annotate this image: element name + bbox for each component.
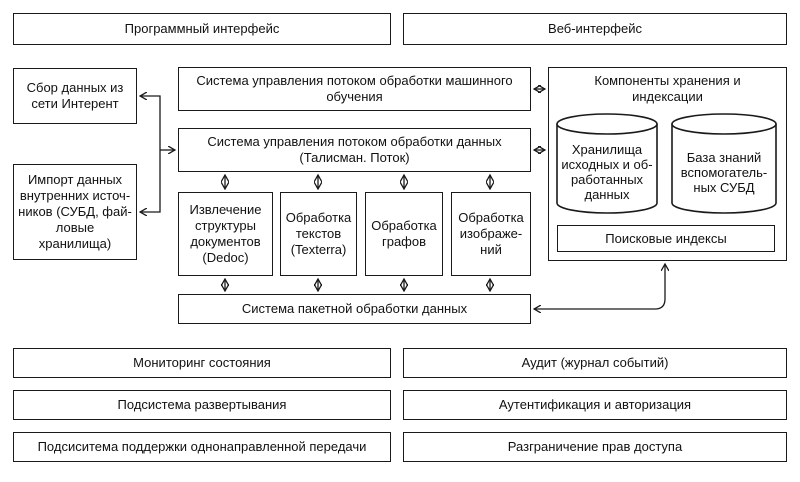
web-interface-box: Веб-интерфейс <box>403 13 787 45</box>
api-box: Программный интерфейс <box>13 13 391 45</box>
flow-module-arrows <box>225 175 490 189</box>
auth-label: Аутентификация и авторизация <box>498 397 692 412</box>
graphs-box: Обработка графов <box>365 192 443 276</box>
deploy-label: Подсистема развертывания <box>117 397 287 412</box>
monitoring-label: Мониторинг состояния <box>133 355 271 370</box>
data-flow-label: Система управления потоком обработки дан… <box>207 134 502 165</box>
deploy-box: Подсистема развертывания <box>13 390 391 420</box>
audit-box: Аудит (журнал событий) <box>403 348 787 378</box>
raw-storage-label: Хранилища исходных и об-работанных данны… <box>561 142 653 202</box>
images-box: Обработка изображе-ний <box>451 192 531 276</box>
access-label: Разграничение прав доступа <box>507 439 683 454</box>
access-box: Разграничение прав доступа <box>403 432 787 462</box>
index-box: Поисковые индексы <box>557 225 775 252</box>
ml-flow-label: Система управления потоком обработки маш… <box>196 73 513 104</box>
ml-flow-box: Система управления потоком обработки маш… <box>178 67 531 111</box>
batch-box: Система пакетной обработки данных <box>178 294 531 324</box>
audit-label: Аудит (журнал событий) <box>521 355 669 370</box>
monitoring-box: Мониторинг состояния <box>13 348 391 378</box>
web-interface-label: Веб-интерфейс <box>548 21 642 36</box>
graphs-label: Обработка графов <box>371 218 437 249</box>
doc-struct-box: Извлечение структуры документов (Dedoc) <box>178 192 273 276</box>
storage-title: Компоненты хранения и индексации <box>594 73 741 104</box>
data-flow-box: Система управления потоком обработки дан… <box>178 128 531 172</box>
web-collect-box: Сбор данных из сети Интерент <box>13 68 137 124</box>
import-label: Импорт данных внутренних источ-ников (СУ… <box>18 172 132 251</box>
module-batch-arrows <box>225 279 490 291</box>
auth-box: Аутентификация и авторизация <box>403 390 787 420</box>
doc-struct-label: Извлечение структуры документов (Dedoc) <box>189 202 262 265</box>
texts-box: Обработка текстов (Texterra) <box>280 192 357 276</box>
sources-connector <box>140 96 175 212</box>
images-label: Обработка изображе-ний <box>458 210 524 257</box>
web-collect-label: Сбор данных из сети Интерент <box>26 80 124 111</box>
oneway-box: Подсиситема поддержки однонаправленной п… <box>13 432 391 462</box>
import-box: Импорт данных внутренних источ-ников (СУ… <box>13 164 137 260</box>
api-label: Программный интерфейс <box>124 21 280 36</box>
index-label: Поисковые индексы <box>605 230 727 246</box>
texts-label: Обработка текстов (Texterra) <box>285 210 352 257</box>
oneway-label: Подсиситема поддержки однонаправленной п… <box>37 439 367 454</box>
kb-label: База знаний вспомогатель-ных СУБД <box>680 150 768 195</box>
batch-label: Система пакетной обработки данных <box>241 301 468 316</box>
